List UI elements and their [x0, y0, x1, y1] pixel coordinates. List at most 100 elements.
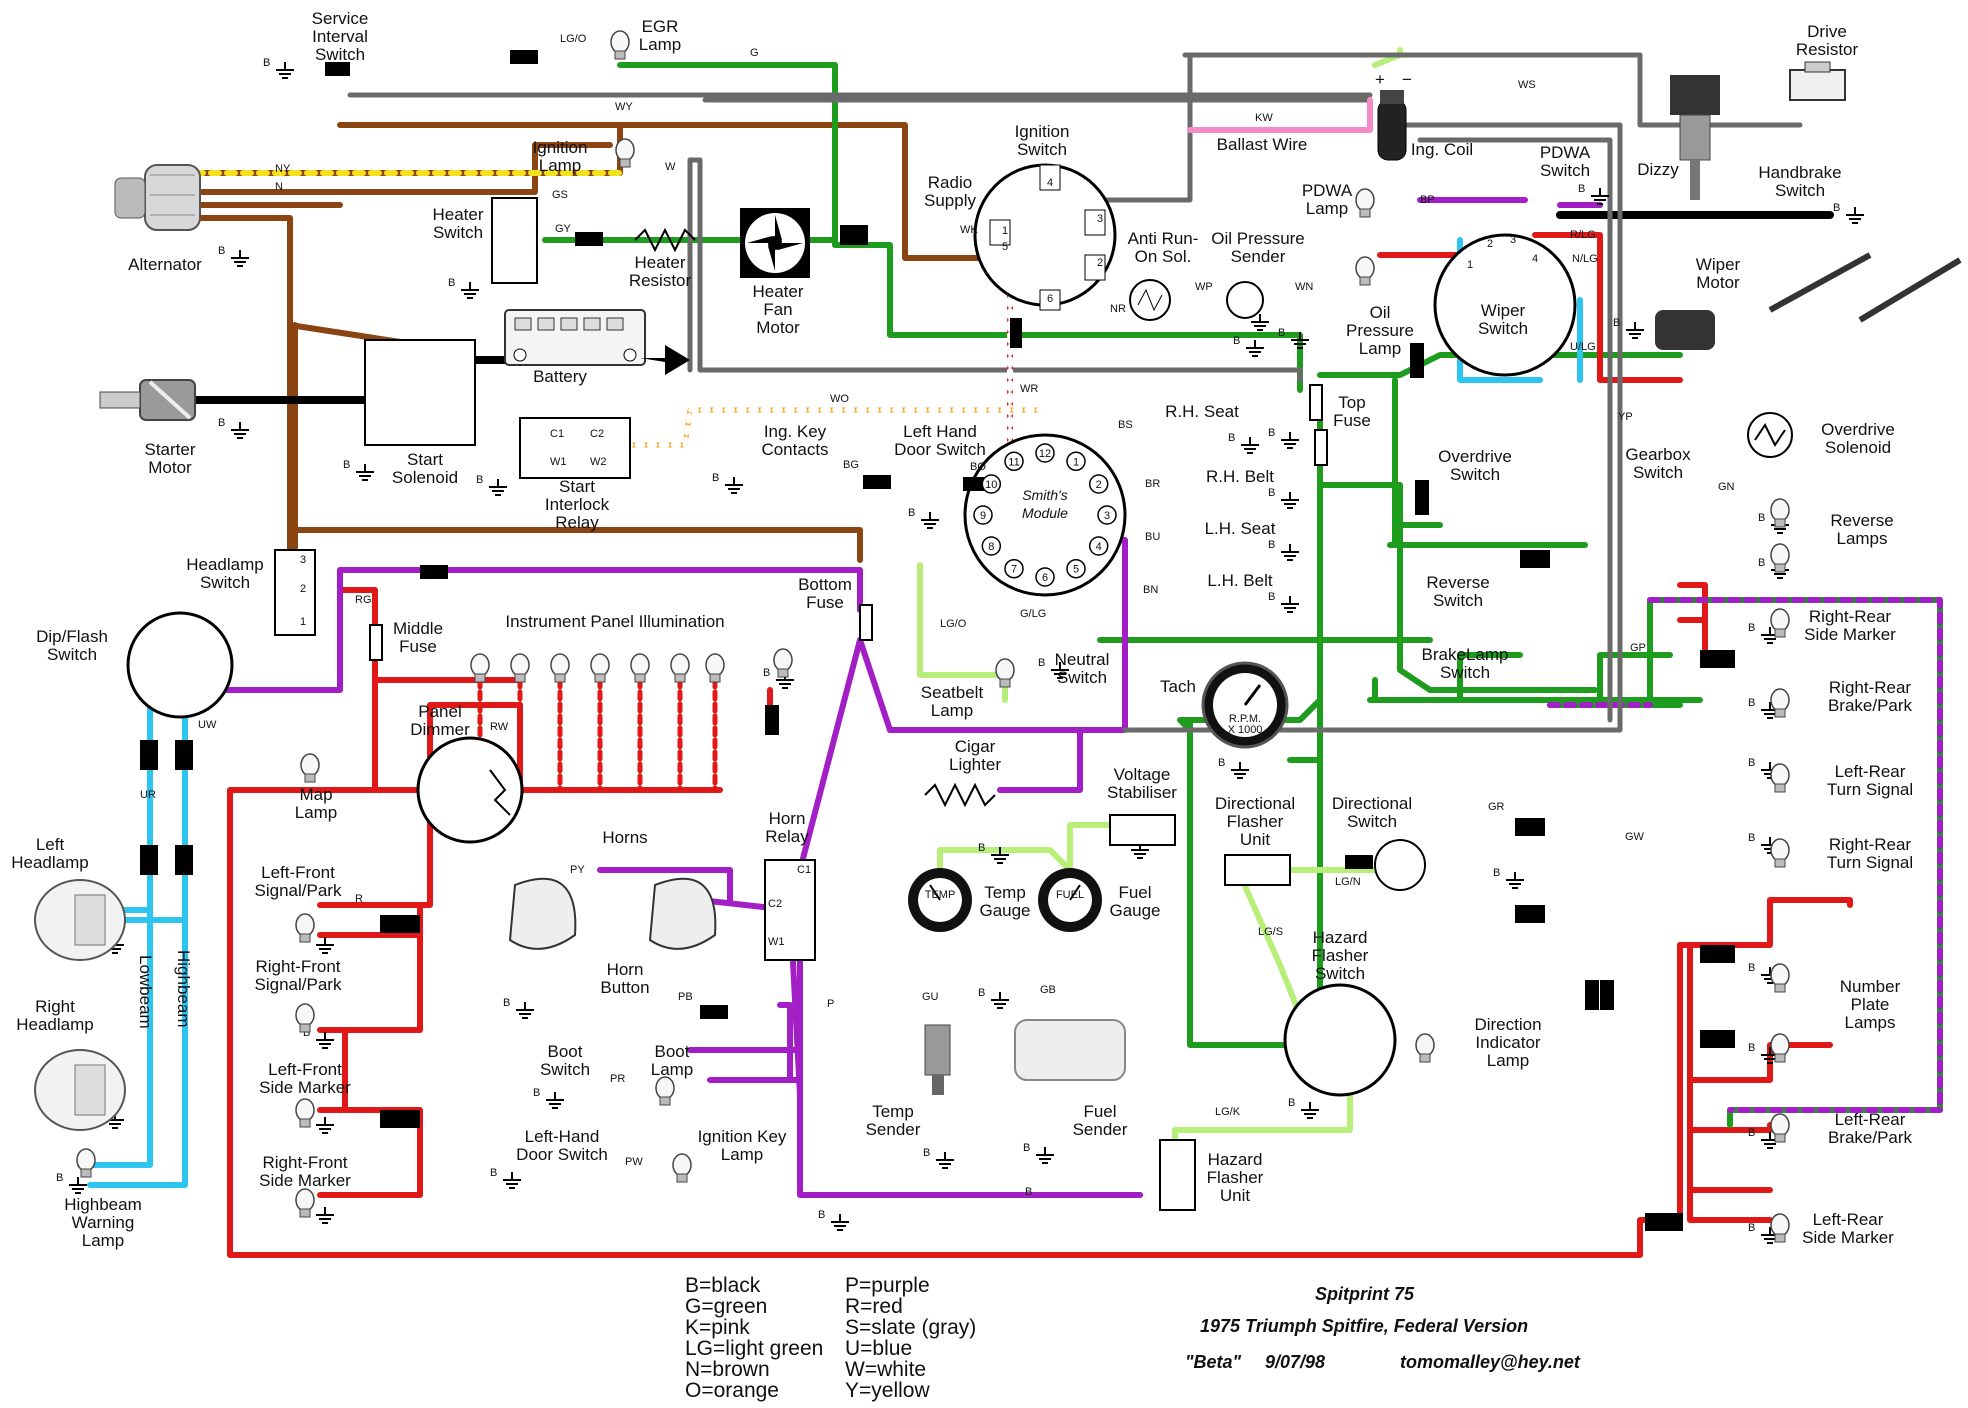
panel-dimmer-icon — [416, 736, 524, 844]
ground-label: B — [908, 507, 915, 519]
boot-switch-label-1: Boot — [548, 1042, 583, 1061]
lh-belt-label: L.H. Belt — [1207, 571, 1272, 590]
right-rear-turn-signal-label-1: Right-Rear — [1829, 835, 1912, 854]
wire-code-label: LG/N — [1335, 876, 1361, 888]
wire-code-label: N — [275, 181, 283, 193]
wiper-switch-label-2: Switch — [1478, 319, 1528, 338]
ground-icon: B — [218, 245, 249, 267]
ground-icon: B — [476, 474, 507, 496]
coil-positive: + — [1375, 70, 1385, 89]
legend-n: N=brown — [685, 1358, 770, 1381]
ignition-switch-icon — [973, 163, 1117, 311]
bulb-icon — [995, 658, 1015, 688]
title-email: tomomalley@hey.net — [1400, 1352, 1581, 1372]
ground-label: B — [533, 1087, 540, 1099]
left-hand-door-switch-1-label-1: Left Hand — [903, 422, 977, 441]
fuel-gauge-label-1: Fuel — [1118, 883, 1151, 902]
start-solenoid-label-1: Start — [407, 450, 443, 469]
headlamp-switch-pin: 1 — [300, 616, 306, 628]
seatbelt-lamp-label-2: Lamp — [931, 701, 974, 720]
panel-dimmer-label-2: Dimmer — [410, 720, 470, 739]
module-pin-circle — [973, 505, 993, 525]
ground-icon: B — [1748, 1042, 1779, 1064]
heater-resistor-label-1: Heater — [634, 253, 685, 272]
wire-code-label: BP — [1420, 194, 1435, 206]
temp-sender-label-1: Temp — [872, 1102, 914, 1121]
ground-label: B — [1748, 832, 1755, 844]
wire-code-label: GW — [1625, 831, 1645, 843]
horn-button-label-1: Horn — [607, 960, 644, 979]
top-fuse-label-2: Fuse — [1333, 411, 1371, 430]
temp-gauge-icon — [908, 868, 972, 932]
left-front-side-marker-label-2: Side Marker — [259, 1078, 351, 1097]
bulb-icon — [672, 1153, 692, 1183]
radio-supply-label-2: Supply — [924, 191, 976, 210]
bulb-icon — [1770, 1113, 1790, 1143]
directional-flasher-unit-label-3: Unit — [1240, 830, 1271, 849]
directional-flasher-unit-icon — [1224, 854, 1291, 886]
module-pin-circle — [1066, 558, 1086, 579]
bulb-icon — [1770, 838, 1790, 868]
wiper-switch-pin: 3 — [1510, 234, 1516, 246]
ignition-key-lamp-label-1: Ignition Key — [698, 1127, 787, 1146]
ground-icon: B — [218, 417, 249, 439]
ground-icon: B — [1578, 183, 1609, 205]
module-pin-label: 4 — [1096, 541, 1102, 553]
left-rear-brake-park-label-1: Left-Rear — [1835, 1110, 1906, 1129]
ignition-switch-pin: 3 — [1097, 213, 1103, 225]
oil-pressure-lamp-label-3: Lamp — [1359, 339, 1402, 358]
anti-run-on-sol-label-2: On Sol. — [1135, 247, 1192, 266]
ground-label: B — [1038, 657, 1045, 669]
heater-fan-motor-label-1: Heater — [752, 282, 803, 301]
ground-icon: B — [1268, 427, 1299, 449]
ground-label: B — [490, 1167, 497, 1179]
bulb-icon — [76, 1148, 96, 1178]
wire-code-label: R — [355, 893, 363, 905]
module-pin-circle — [1066, 451, 1086, 472]
ground-label: B — [1268, 427, 1275, 439]
bulb-icons — [76, 30, 1790, 1243]
module-pin-label: 3 — [1104, 510, 1110, 522]
wiper-switch-label-1: Wiper — [1481, 301, 1526, 320]
ground-icon: B — [978, 842, 1009, 864]
start-interlock-relay-label-1: Start — [559, 477, 595, 496]
headlamp-switch-icon — [274, 549, 316, 636]
lh-seat-label: L.H. Seat — [1205, 519, 1276, 538]
gearbox-switch-label-1: Gearbox — [1625, 445, 1691, 464]
ground-label: B — [1748, 757, 1755, 769]
fuel-sender-icon — [1014, 1019, 1126, 1081]
wire-code-label: BS — [1118, 419, 1133, 431]
fuse-icons — [369, 384, 1328, 661]
rh-belt-label: R.H. Belt — [1206, 467, 1274, 486]
ignition-switch-pin: 5 — [1002, 241, 1008, 253]
panel-dimmer-label-1: Panel — [418, 702, 461, 721]
module-pin-circle — [1088, 536, 1109, 556]
ing-key-contacts-label-2: Contacts — [761, 440, 828, 459]
wire-code-label: W — [665, 161, 676, 173]
directional-flasher-unit-label-1: Directional — [1215, 794, 1295, 813]
title-car: 1975 Triumph Spitfire, Federal Version — [1200, 1316, 1528, 1336]
right-rear-brake-park-label-2: Brake/Park — [1828, 696, 1913, 715]
start-solenoid-icon — [364, 339, 476, 446]
map-lamp-label-2: Lamp — [295, 803, 338, 822]
ground-label: B — [1578, 183, 1585, 195]
voltage-stabiliser-label-2: Stabiliser — [1107, 783, 1177, 802]
ground-label: B — [1758, 557, 1765, 569]
module-pin-label: 5 — [1073, 564, 1079, 576]
number-plate-lamps-label-1: Number — [1840, 977, 1901, 996]
fuel-sender-label-1: Fuel — [1083, 1102, 1116, 1121]
heater-fan-motor-label-3: Motor — [756, 318, 800, 337]
ground-icon: B — [1268, 539, 1299, 561]
ground-icon: B — [448, 277, 479, 299]
bottom-fuse-label-2: Fuse — [806, 593, 844, 612]
module-pin-label: 8 — [988, 541, 994, 553]
module-pin-circle — [981, 474, 1002, 494]
tach-label: Tach — [1160, 677, 1196, 696]
interlock-relay-pin: C1 — [550, 428, 564, 440]
anti-run-on-sol-icon — [1129, 279, 1171, 321]
ignition-switch-pin: 4 — [1047, 177, 1053, 189]
wire-code-label: BG — [843, 459, 859, 471]
heater-switch-icon — [491, 197, 538, 284]
module-pin-label: 1 — [1073, 456, 1079, 468]
ground-label: B — [56, 1172, 63, 1184]
